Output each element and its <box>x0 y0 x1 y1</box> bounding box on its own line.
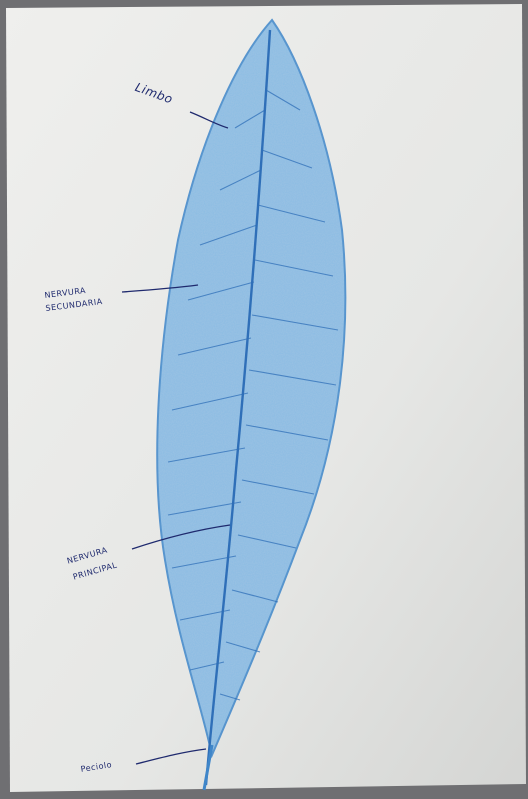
leaf-rubbing-photo <box>0 0 528 799</box>
